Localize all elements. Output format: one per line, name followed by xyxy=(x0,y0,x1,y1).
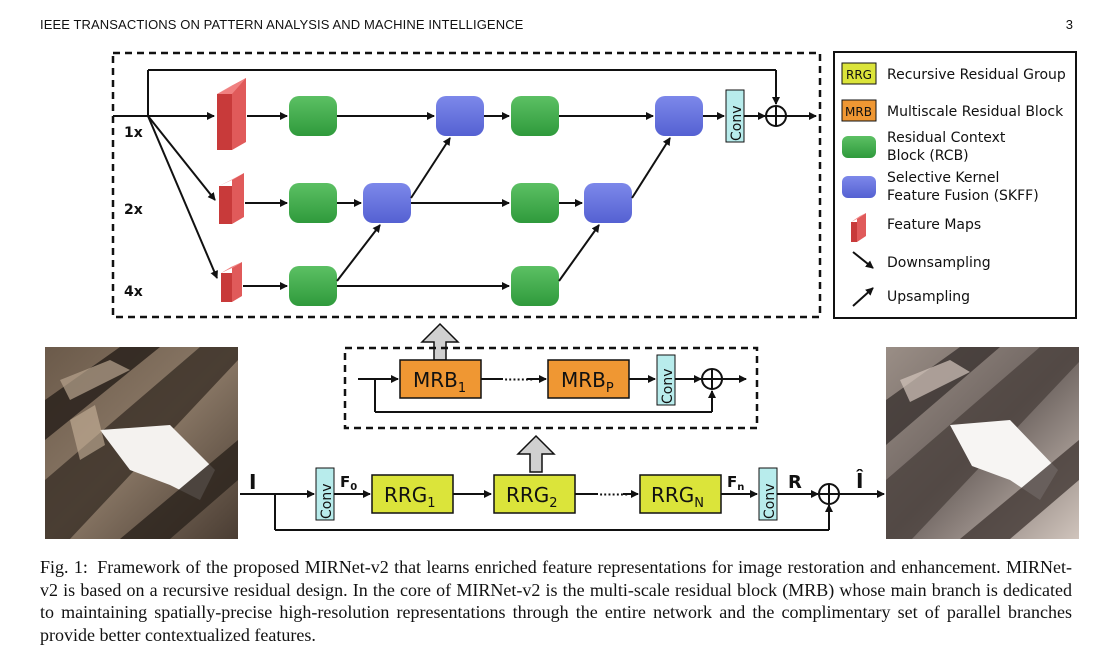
legend: RRG Recursive Residual Group MRB Multisc… xyxy=(833,51,1077,319)
legend-feature-maps-text: Feature Maps xyxy=(887,217,981,233)
mrb-detail-diagram: 1x 2x 4x xyxy=(111,51,822,319)
mrb-block-p xyxy=(547,359,630,399)
input-image xyxy=(45,347,238,539)
rrg-detail-frame xyxy=(343,346,759,430)
rrg-block-2-label: RRG2 xyxy=(506,483,558,511)
f0-label: F0 xyxy=(340,473,357,493)
running-head: IEEE TRANSACTIONS ON PATTERN ANALYSIS AN… xyxy=(40,17,524,32)
expand-arrow-mrb xyxy=(420,322,460,361)
rrg-block-1-label: RRG1 xyxy=(384,483,436,511)
rcb-block xyxy=(511,183,559,223)
rrg-detail-diagram: MRB1 ······· MRBP Conv xyxy=(343,346,759,430)
legend-skff-line1: Selective Kernel xyxy=(887,170,999,186)
output-symbol: Î xyxy=(856,469,864,493)
feature-map-1x xyxy=(217,78,246,150)
legend-rrg-text: Recursive Residual Group xyxy=(887,67,1066,83)
rrg-block-n-label: RRGN xyxy=(651,483,704,511)
output-image xyxy=(886,347,1079,539)
conv-label: Conv xyxy=(729,106,745,142)
sum-node xyxy=(765,105,787,127)
skff-block xyxy=(436,96,484,136)
rrg-block-1 xyxy=(371,474,454,514)
legend-mrb-swatch xyxy=(841,99,877,122)
rcb-block xyxy=(511,266,559,306)
feature-map-2x xyxy=(219,173,244,224)
legend-rcb-swatch xyxy=(842,136,876,158)
conv-label: Conv xyxy=(762,484,778,520)
caption-label: Fig. 1: xyxy=(40,557,88,577)
figure-caption: Fig. 1: Framework of the proposed MIRNet… xyxy=(40,556,1072,646)
expand-arrow-rrg xyxy=(516,434,556,473)
legend-upsampling-text: Upsampling xyxy=(887,289,970,305)
rcb-block xyxy=(289,183,337,223)
page-number: 3 xyxy=(1065,17,1073,32)
feature-map-4x xyxy=(221,262,242,302)
legend-rcb-line2: Block (RCB) xyxy=(887,148,969,164)
mrb-block-1-label: MRB1 xyxy=(413,368,466,396)
legend-upsampling-arrow xyxy=(852,287,874,307)
legend-skff-swatch xyxy=(842,176,876,198)
skff-block xyxy=(655,96,703,136)
rrg-block-2 xyxy=(493,474,576,514)
skff-block xyxy=(363,183,411,223)
legend-skff-line2: Feature Fusion (SKFF) xyxy=(887,188,1039,204)
residual-symbol: R xyxy=(788,472,802,493)
rrg-block-n xyxy=(639,474,722,514)
legend-rrg-tag: RRG xyxy=(846,68,872,82)
mrb-detail-frame xyxy=(111,51,822,319)
conv-label: Conv xyxy=(660,369,676,405)
rcb-block xyxy=(289,96,337,136)
scale-label-4x: 4x xyxy=(124,284,143,300)
mrb-ellipsis: ······· xyxy=(504,373,533,386)
skff-block xyxy=(584,183,632,223)
legend-downsampling-arrow xyxy=(852,251,874,269)
rcb-block xyxy=(511,96,559,136)
legend-rcb-line1: Residual Context xyxy=(887,130,1006,146)
legend-mrb-tag: MRB xyxy=(845,105,872,119)
fn-label: Fn xyxy=(727,473,744,493)
rrg-ellipsis: ······· xyxy=(599,488,628,501)
mrb-block-1 xyxy=(399,359,482,399)
conv-label: Conv xyxy=(319,484,335,520)
sum-node xyxy=(701,368,723,390)
legend-feature-map-swatch xyxy=(851,213,866,242)
sum-node xyxy=(818,483,840,505)
legend-downsampling-text: Downsampling xyxy=(887,255,991,271)
scale-label-1x: 1x xyxy=(124,125,143,141)
rcb-block xyxy=(289,266,337,306)
legend-mrb-text: Multiscale Residual Block xyxy=(887,104,1064,120)
mirnet-framework-figure: 1x 2x 4x xyxy=(45,51,1079,539)
scale-label-2x: 2x xyxy=(124,202,143,218)
input-symbol: I xyxy=(249,470,256,494)
legend-rrg-swatch xyxy=(841,62,877,85)
mrb-block-p-label: MRBP xyxy=(561,368,614,396)
main-pipeline: I I Conv F0 RRG1 RRG2 ······· RRGN Fn xyxy=(240,467,885,531)
caption-text: Framework of the proposed MIRNet-v2 that… xyxy=(40,557,1073,645)
